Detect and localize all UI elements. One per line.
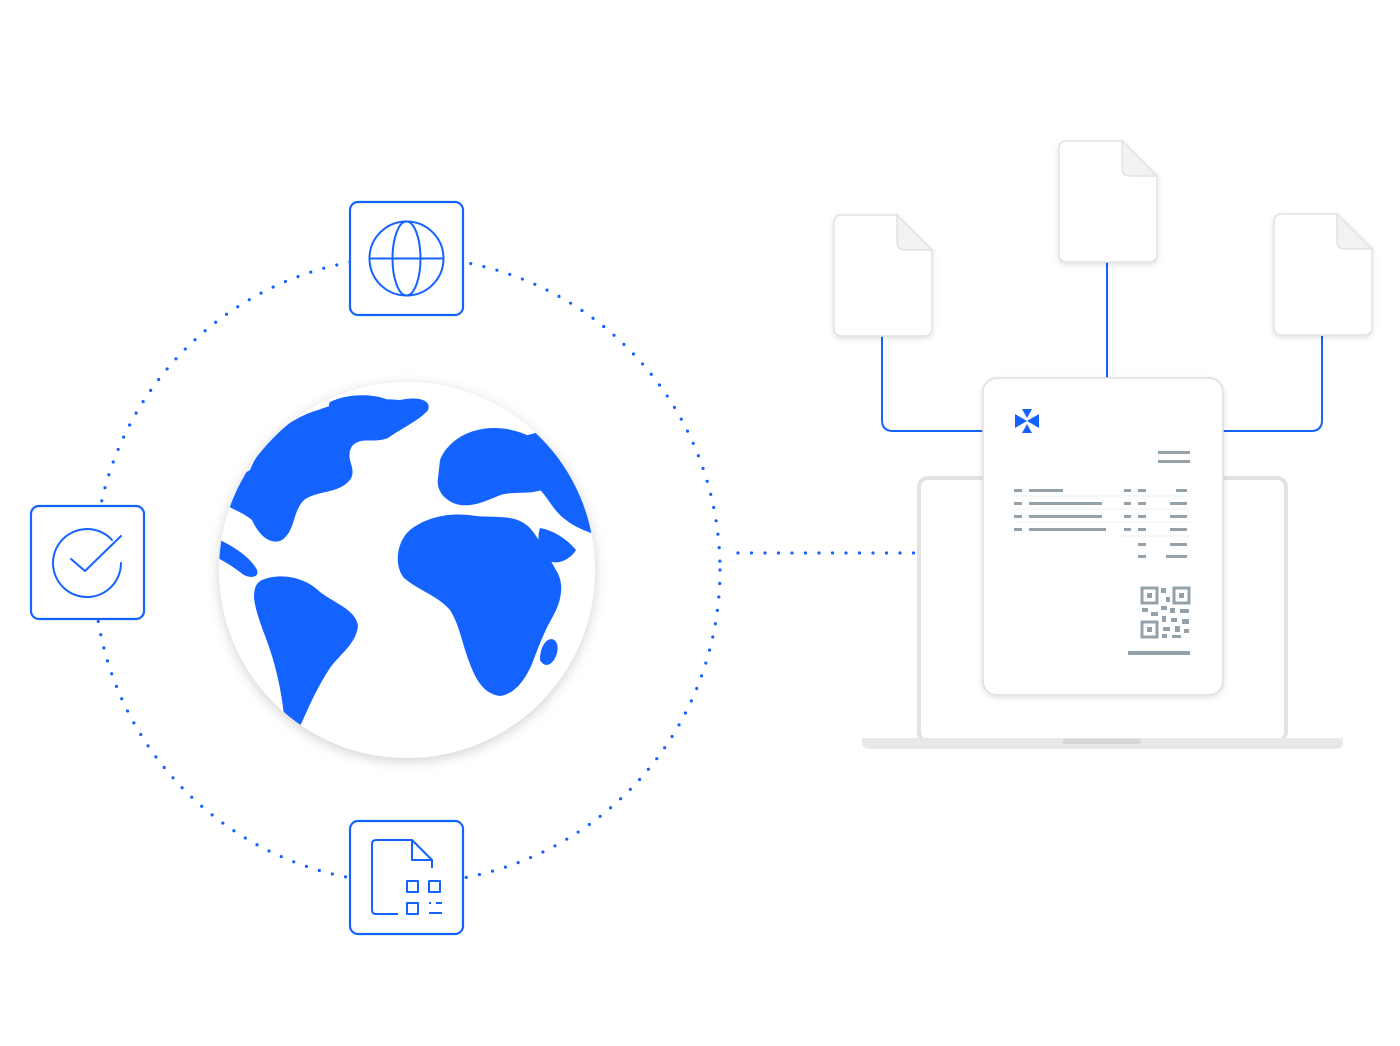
- globe-outline-icon: [368, 220, 445, 297]
- qr-code: [1140, 586, 1191, 639]
- brand-logo-icon: [1015, 409, 1039, 433]
- document-file-center: [1058, 139, 1159, 263]
- check-circle-icon: [52, 528, 122, 599]
- document-file-left: [833, 213, 934, 337]
- orbit-icon-globe: [348, 200, 465, 317]
- invoice-card: [982, 377, 1224, 696]
- orbit-icon-check: [29, 504, 146, 621]
- document-qr-icon: [371, 839, 442, 915]
- orbit-icon-document-qr: [348, 819, 465, 936]
- document-connectors: [881, 262, 1323, 432]
- document-file-right: [1273, 212, 1374, 336]
- dotted-orbit: [92, 255, 722, 885]
- world-map-globe: [219, 382, 595, 758]
